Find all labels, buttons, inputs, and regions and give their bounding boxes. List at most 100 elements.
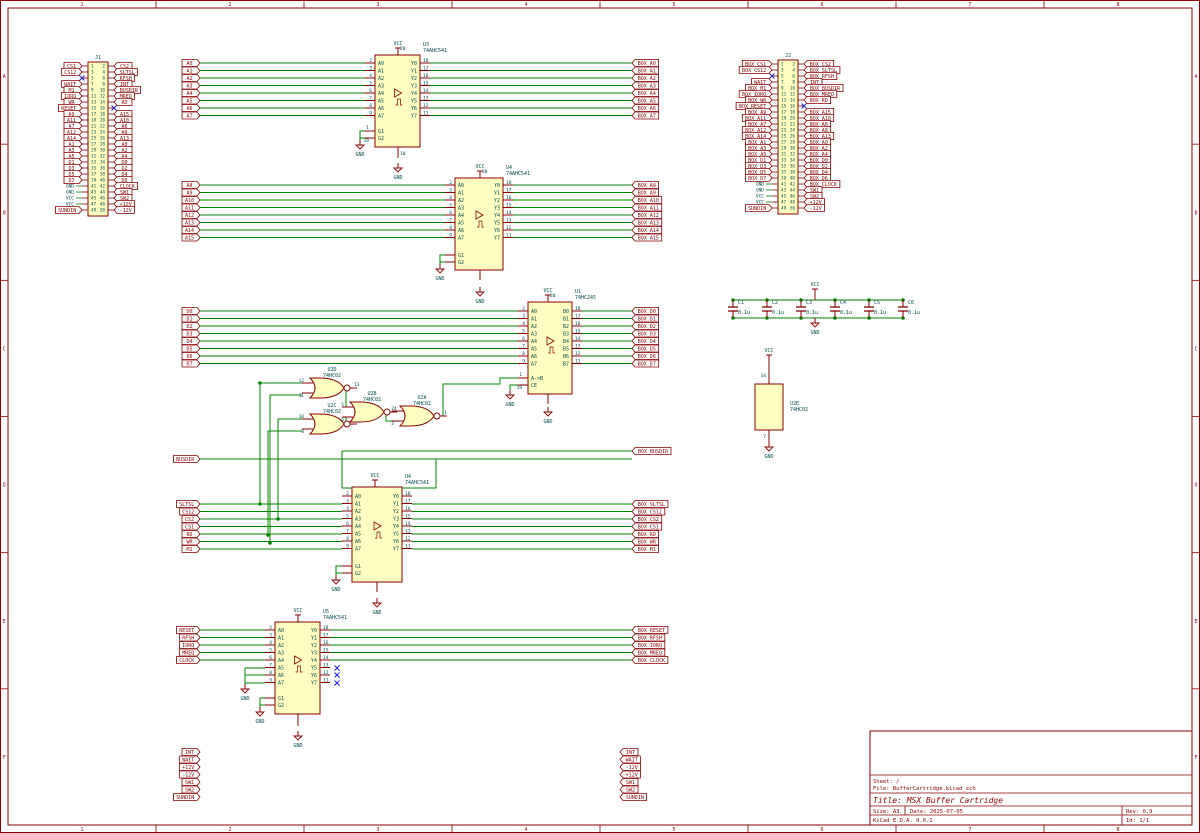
pin-number: 41 <box>781 182 787 188</box>
label-text: BOX_A15 <box>638 235 659 241</box>
cap-value: 0.1u <box>840 310 852 316</box>
pin-name: Y2 <box>311 643 317 649</box>
pin-number: 33 <box>781 158 787 164</box>
pin-number: 30 <box>790 146 796 152</box>
pin-number: 16 <box>405 506 411 512</box>
net-label: BOX_D5 <box>631 344 659 353</box>
col-label-bottom: 8 <box>1116 827 1119 833</box>
label-flag <box>181 530 201 538</box>
col-label-top: 7 <box>968 2 971 8</box>
inner-border <box>7 7 1193 826</box>
label-flag <box>631 515 663 523</box>
pin-name: A3 <box>531 331 537 337</box>
label-flag <box>181 778 201 786</box>
pin-name: G1 <box>378 129 384 135</box>
label-text: BOX_CLOCK <box>638 658 665 664</box>
pin-name: G2 <box>378 136 384 142</box>
label-flag <box>179 648 201 657</box>
pin-number: 6 <box>449 210 452 216</box>
label-flag <box>631 196 663 204</box>
label-text: D0 <box>186 309 192 315</box>
pin-name: A7 <box>531 361 537 367</box>
pin-number: 9 <box>781 86 784 92</box>
no-connect-mark <box>334 672 340 678</box>
gate-bubble <box>343 384 351 392</box>
net-label: BOX_A6 <box>631 104 659 112</box>
net-label: A2 <box>181 74 201 82</box>
label-text: D7 <box>68 178 74 184</box>
pin-number: 11 <box>299 393 305 399</box>
pin-number: 12 <box>790 92 796 98</box>
pin-name: A5 <box>378 98 384 104</box>
pin-number: 18 <box>423 58 429 64</box>
vcc-text: VCC <box>543 288 552 294</box>
pin-name: B6 <box>563 354 569 360</box>
label-flag <box>631 314 659 323</box>
row-label-right: F <box>1194 755 1197 761</box>
pin-number: 16 <box>323 640 329 646</box>
pin-name: A4 <box>531 339 537 345</box>
pin-number: 43 <box>781 188 787 194</box>
label-text: RD <box>186 532 192 538</box>
pin-number: 11 <box>423 111 429 117</box>
label-text: A5 <box>68 154 74 160</box>
label-text: A11 <box>185 205 194 211</box>
gnd-symbol: GND <box>434 264 446 282</box>
vcc-text: VCC <box>475 164 484 170</box>
label-flag <box>631 633 666 642</box>
label-text: SW2 <box>120 196 129 202</box>
label-text: D2 <box>186 324 192 330</box>
label-text: BOX_A10 <box>638 198 659 204</box>
net-label: BOX_BUSDIR <box>631 447 672 455</box>
net-label: -12V <box>179 770 201 779</box>
label-text: BOX_D0 <box>810 158 828 164</box>
label-text: BOX_D7 <box>748 176 766 182</box>
gnd-text: GND <box>810 330 819 336</box>
nc-stroke <box>79 75 85 81</box>
pin-number: 17 <box>405 499 411 505</box>
pin-number: 18 <box>100 112 106 118</box>
pin-number: 1 <box>366 125 369 131</box>
label-text: CLOCK <box>120 184 135 190</box>
cap-value: 0.1u <box>772 310 784 316</box>
label-text: SW2 <box>810 194 819 200</box>
label-text: RFSH <box>120 76 132 82</box>
gnd-triangle <box>809 322 821 328</box>
label-flag <box>631 203 663 212</box>
gnd-text: GND <box>505 402 514 408</box>
gate-reference: U2C <box>327 403 336 409</box>
gate-value: 74HC02 <box>323 373 341 379</box>
label-text: CS12 <box>182 509 194 515</box>
label-flag <box>631 111 659 120</box>
pin-number: 4 <box>394 406 397 412</box>
cap-value: 0.1u <box>908 310 920 316</box>
ic-value: 74AHC541 <box>323 615 347 621</box>
pin-number: 9 <box>369 111 372 117</box>
gnd-triangle <box>542 411 554 417</box>
pin-number: 12 <box>575 351 581 357</box>
pin-number: 31 <box>781 152 787 158</box>
pin-name: A5 <box>278 665 284 671</box>
net-label: SW1 <box>181 778 201 786</box>
pin-number: 40 <box>790 176 796 182</box>
buffer-glyph <box>294 655 303 665</box>
pin-number: 14 <box>790 98 796 104</box>
net-label: BOX_RD <box>803 96 831 104</box>
nc-stroke <box>334 680 340 686</box>
pin-number: 8 <box>301 429 304 435</box>
ic-reference: U5 <box>323 609 329 615</box>
pin-number: 15 <box>575 329 581 335</box>
label-flag <box>179 763 201 771</box>
label-text: SLTSL <box>179 502 194 508</box>
net-label: RD <box>181 530 201 538</box>
pin-name: A5 <box>531 346 537 352</box>
vcc-symbol: VCC <box>475 164 485 178</box>
connector-body <box>87 61 109 217</box>
junction-dot <box>276 517 280 521</box>
label-flag <box>113 206 135 214</box>
